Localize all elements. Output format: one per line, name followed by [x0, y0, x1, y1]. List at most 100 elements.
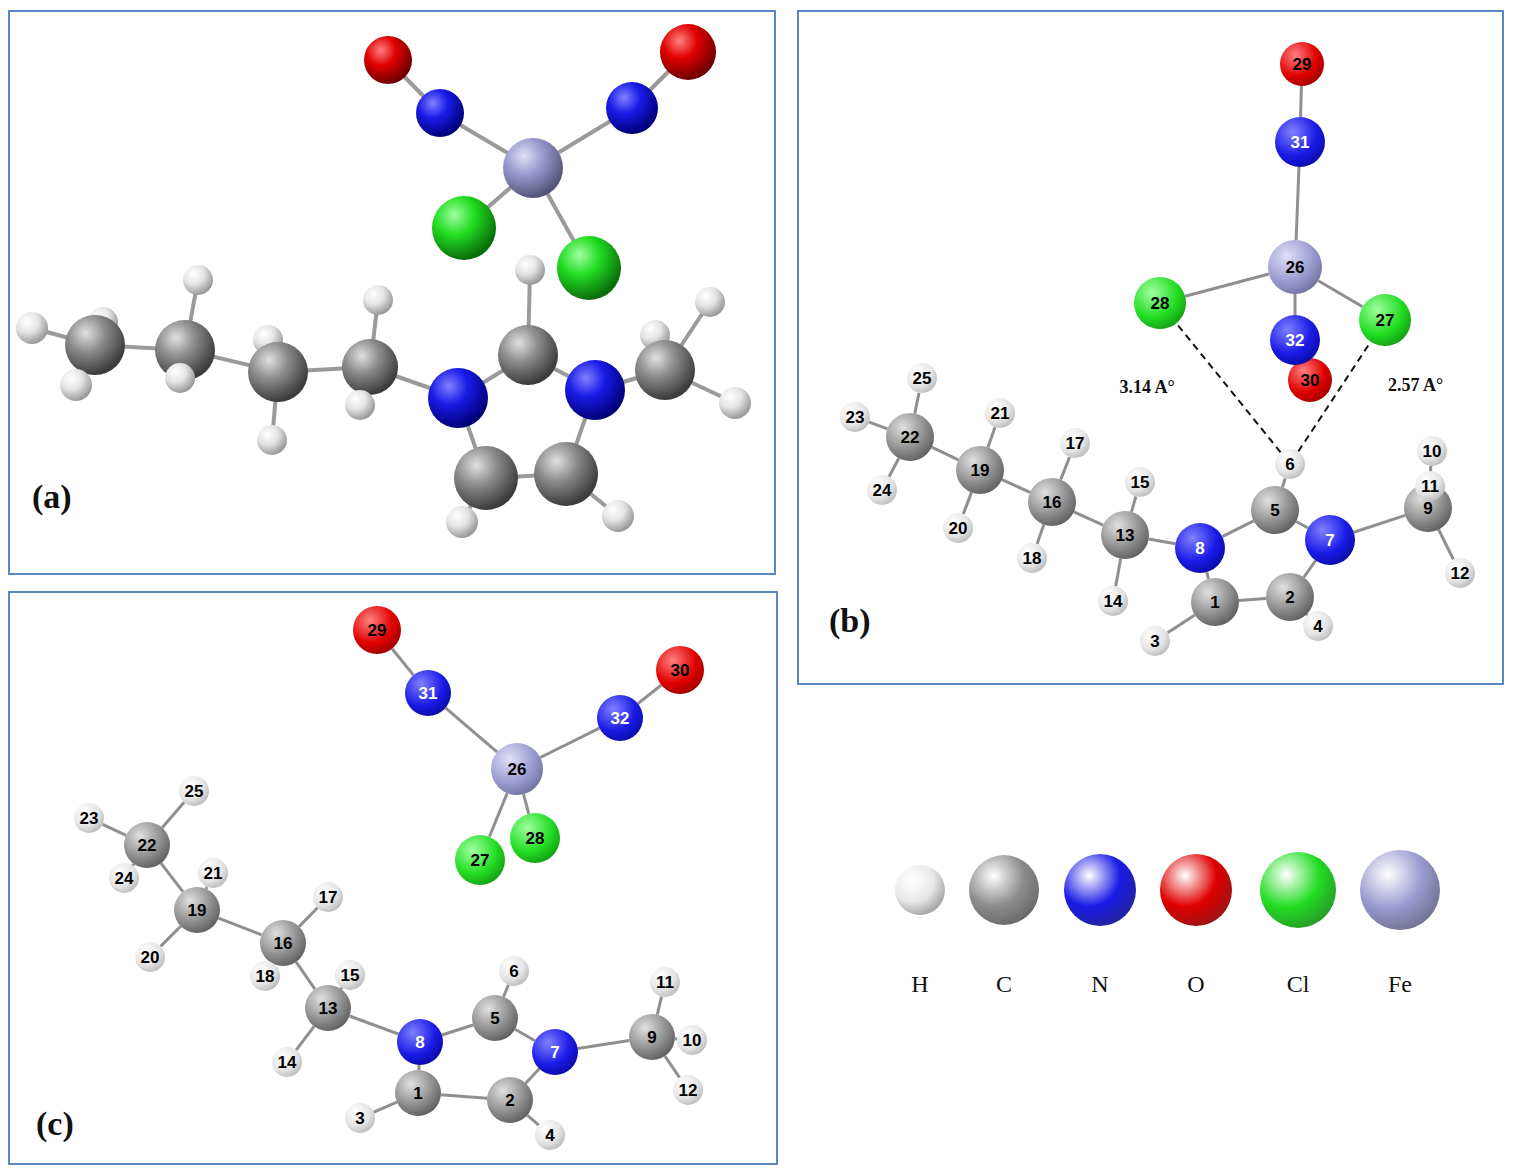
bond-line [1132, 496, 1136, 512]
atom-sphere: 31 [405, 670, 451, 716]
atom-number: 16 [274, 935, 293, 952]
bond-line [1116, 559, 1121, 587]
atom-sphere: 27 [1359, 294, 1411, 346]
bond-line [1296, 522, 1308, 529]
atom-number: 3 [355, 1110, 364, 1127]
atom-sphere: 10 [1417, 436, 1447, 466]
legend-text: C [996, 972, 1012, 996]
atom-sphere: 22 [124, 822, 170, 868]
atom-number: 13 [1116, 527, 1135, 544]
atom-sphere: 10 [677, 1025, 707, 1055]
atom-number: 28 [526, 830, 545, 847]
atom-sphere: 7 [1305, 515, 1355, 565]
atom-number: 21 [991, 405, 1010, 422]
bond-line [1296, 167, 1299, 240]
atom-sphere: 26 [1268, 240, 1322, 294]
atom-sphere: 19 [956, 446, 1004, 494]
atom-sphere: 5 [472, 995, 518, 1041]
atom-sphere: 1 [1191, 578, 1239, 626]
atom-sphere: 25 [907, 363, 937, 393]
atom-number: 24 [873, 482, 892, 499]
atom-sphere: 16 [260, 920, 306, 966]
atom-number: 24 [115, 870, 134, 887]
bond-line [504, 985, 509, 997]
atom-number: 6 [509, 963, 518, 980]
atom-number: 17 [319, 889, 338, 906]
atom-sphere: 3 [1140, 626, 1170, 656]
atom-number: 16 [1043, 494, 1062, 511]
bond-line [392, 649, 413, 675]
atom-sphere: 29 [1280, 42, 1324, 86]
bond-line [1304, 561, 1316, 578]
bond-line [1239, 599, 1266, 601]
atom-sphere: 9 [629, 1014, 675, 1060]
atom-sphere: 24 [867, 475, 897, 505]
atom-number: 10 [683, 1032, 702, 1049]
bond-line [638, 685, 661, 704]
atom-number: 26 [508, 761, 527, 778]
bond-line [1222, 521, 1253, 537]
atom-sphere: 32 [1270, 315, 1320, 365]
bond-line [299, 908, 317, 927]
atom-sphere: 30 [656, 646, 704, 694]
atom-number: 6 [1285, 456, 1294, 473]
atom-number: 18 [256, 968, 275, 985]
atom-sphere: 20 [135, 942, 165, 972]
atom-number: 20 [141, 949, 160, 966]
atom-number: 22 [901, 429, 920, 446]
panel-label: (b) [829, 604, 871, 638]
bond-line [219, 918, 262, 935]
atom-sphere: 18 [1017, 543, 1047, 573]
legend-swatch [969, 855, 1039, 925]
atom-number: 15 [1131, 474, 1150, 491]
atom-sphere: 1 [395, 1070, 441, 1116]
legend-swatch [1064, 854, 1136, 926]
bond-line [1318, 281, 1362, 307]
atom-number: 14 [1104, 593, 1123, 610]
bond-line [1061, 457, 1070, 480]
atom-number: 14 [278, 1054, 297, 1071]
atom-sphere: 29 [353, 606, 401, 654]
bond-line [296, 1026, 314, 1050]
bond-line [489, 793, 507, 837]
bond-line [527, 1115, 538, 1125]
atom-sphere: 16 [1028, 478, 1076, 526]
atom-number: 13 [319, 1000, 338, 1017]
atom-number: 5 [1270, 502, 1279, 519]
atom-sphere: 11 [650, 967, 680, 997]
legend-swatch [1260, 852, 1336, 928]
atom-sphere: 23 [74, 803, 104, 833]
atom-sphere: 18 [250, 961, 280, 991]
atom-number: 11 [1421, 478, 1439, 495]
atom-sphere: 14 [1098, 586, 1128, 616]
atom-sphere: 25 [179, 776, 209, 806]
bond-line [1439, 530, 1454, 560]
atom-number: 30 [1301, 372, 1320, 389]
legend-text: Cl [1287, 972, 1310, 996]
atom-sphere: 22 [886, 413, 934, 461]
atom-sphere: 4 [535, 1120, 565, 1150]
bond-line [161, 926, 181, 946]
atom-number: 4 [545, 1127, 554, 1144]
bond-line [1168, 615, 1195, 633]
atom-sphere: 11 [1415, 471, 1445, 501]
atom-sphere: 8 [1175, 523, 1225, 573]
atom-sphere: 26 [491, 743, 543, 795]
atom-number: 22 [138, 837, 157, 854]
atom-sphere: 24 [109, 863, 139, 893]
atom-sphere: 2 [1266, 573, 1314, 621]
legend-swatch [1360, 850, 1440, 930]
atom-number: 7 [1325, 532, 1334, 549]
atom-number: 4 [1313, 618, 1322, 635]
bond-line [1037, 525, 1044, 544]
atom-number: 32 [1286, 332, 1305, 349]
atom-sphere: 32 [597, 695, 643, 741]
atom-number: 3 [1150, 633, 1159, 650]
legend-text: Fe [1388, 972, 1412, 996]
atom-sphere: 21 [985, 398, 1015, 428]
bond-line [446, 708, 498, 752]
bond-line [515, 1029, 535, 1040]
atom-number: 27 [1376, 312, 1395, 329]
atom-sphere: 15 [335, 960, 365, 990]
